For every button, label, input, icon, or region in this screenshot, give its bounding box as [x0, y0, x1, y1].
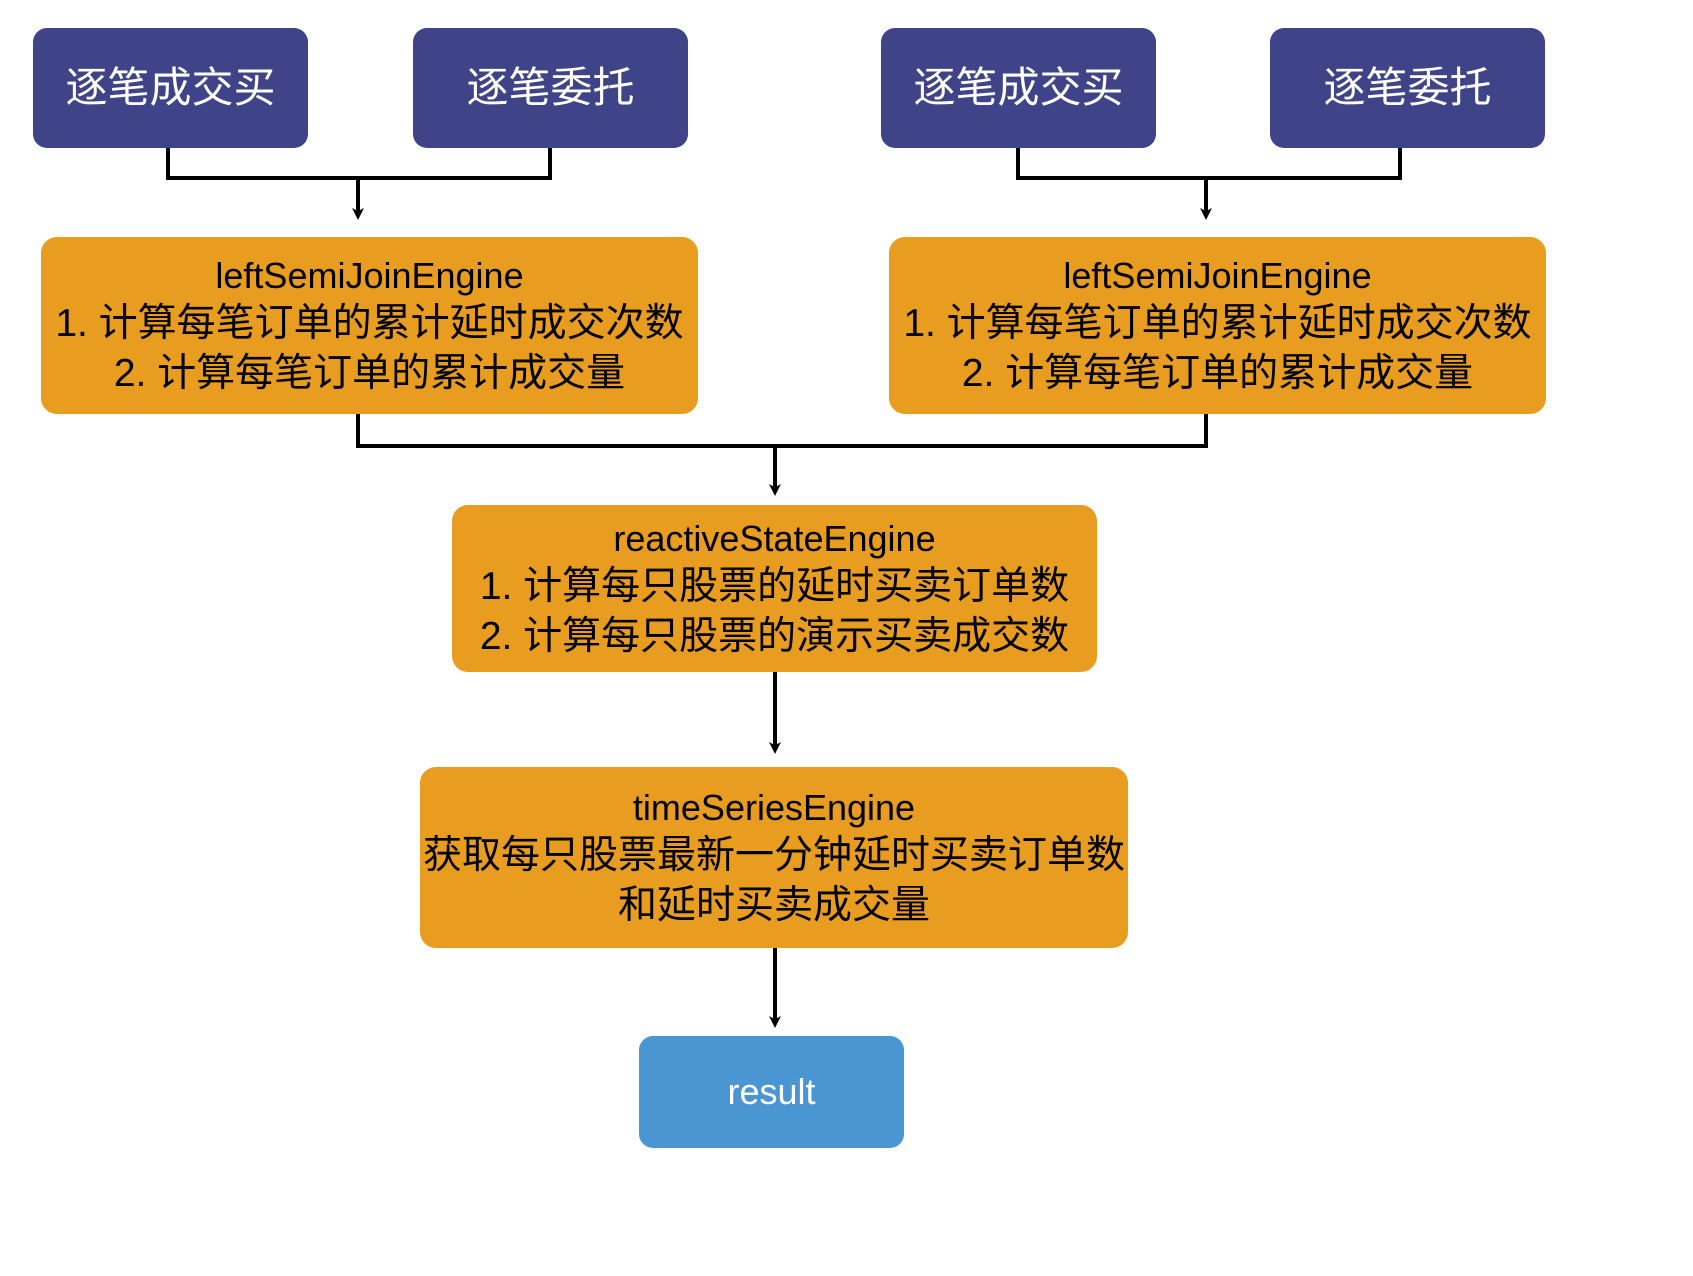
edge-left-order-to-left-join	[358, 148, 552, 180]
node-right-trade-label: 逐笔成交买	[913, 64, 1124, 112]
node-time-series-engine-item-1: 获取每只股票最新一分钟延时买卖订单数	[422, 833, 1125, 877]
node-right-order-label: 逐笔委托	[1323, 64, 1492, 112]
node-left-semi-join-engine-item-1: 1. 计算每笔订单的累计延时成交次数	[55, 301, 684, 345]
node-left-trade[interactable]: 逐笔成交买	[33, 28, 308, 148]
node-left-semi-join-engine[interactable]: leftSemiJoinEngine 1. 计算每笔订单的累计延时成交次数 2.…	[41, 237, 698, 414]
node-reactive-state-engine-item-1: 1. 计算每只股票的延时买卖订单数	[479, 564, 1070, 608]
node-right-trade[interactable]: 逐笔成交买	[881, 28, 1156, 148]
edge-right-order-to-right-join	[1206, 148, 1402, 180]
node-right-semi-join-engine[interactable]: leftSemiJoinEngine 1. 计算每笔订单的累计延时成交次数 2.…	[889, 237, 1546, 414]
edge-right-trade-to-right-join	[1016, 148, 1212, 220]
node-left-order[interactable]: 逐笔委托	[413, 28, 688, 148]
node-time-series-engine-title: timeSeriesEngine	[632, 786, 916, 828]
node-right-semi-join-engine-title: leftSemiJoinEngine	[1063, 254, 1372, 296]
node-reactive-state-engine[interactable]: reactiveStateEngine 1. 计算每只股票的延时买卖订单数 2.…	[452, 505, 1097, 672]
node-reactive-state-engine-item-2: 2. 计算每只股票的演示买卖成交数	[479, 614, 1070, 658]
edge-left-trade-to-left-join	[166, 148, 364, 220]
node-left-semi-join-engine-title: leftSemiJoinEngine	[215, 254, 524, 296]
edge-right-join-to-reactive-state	[775, 414, 1208, 448]
node-right-order[interactable]: 逐笔委托	[1270, 28, 1545, 148]
node-left-semi-join-engine-item-2: 2. 计算每笔订单的累计成交量	[113, 351, 626, 395]
node-left-order-label: 逐笔委托	[466, 64, 635, 112]
node-left-trade-label: 逐笔成交买	[65, 64, 276, 112]
node-time-series-engine[interactable]: timeSeriesEngine 获取每只股票最新一分钟延时买卖订单数 和延时买…	[420, 767, 1128, 948]
node-right-semi-join-engine-item-2: 2. 计算每笔订单的累计成交量	[961, 351, 1474, 395]
node-result-label: result	[727, 1070, 816, 1112]
edge-left-join-to-reactive-state	[356, 414, 781, 496]
node-right-semi-join-engine-item-1: 1. 计算每笔订单的累计延时成交次数	[903, 301, 1532, 345]
node-time-series-engine-item-2: 和延时买卖成交量	[617, 883, 930, 927]
node-result[interactable]: result	[639, 1036, 904, 1148]
node-reactive-state-engine-title: reactiveStateEngine	[613, 517, 936, 559]
